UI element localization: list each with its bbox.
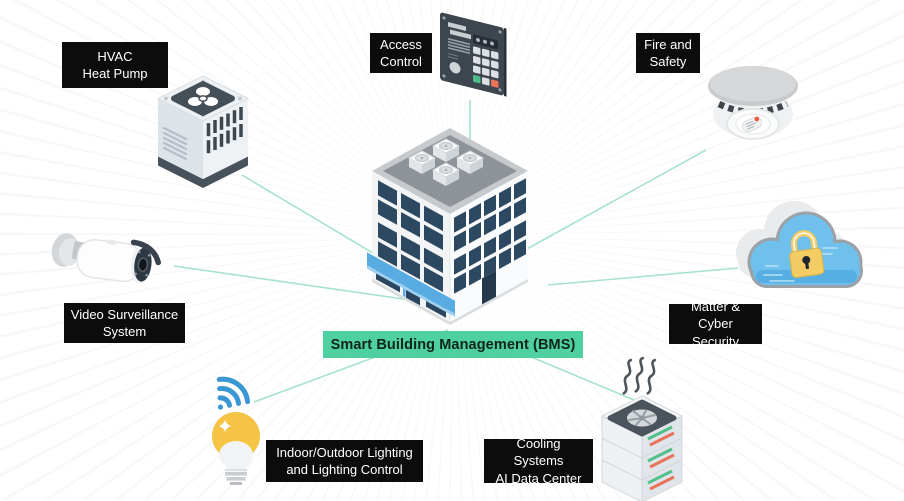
label-smart-building-management: Smart Building Management (BMS) (323, 331, 583, 358)
building-windows-left (378, 180, 443, 293)
label-fire-and-safety: Fire and Safety (636, 33, 700, 73)
detector-led (741, 116, 763, 133)
label-access-control: Access Control (370, 33, 432, 73)
fan-icon (171, 81, 235, 116)
hvac-heat-pump-icon (148, 70, 258, 205)
building-door (482, 270, 496, 305)
padlock-icon (789, 230, 825, 279)
wifi-icon (216, 376, 251, 410)
connector-fire (524, 149, 707, 251)
label-matter-cyber-security: Matter & Cyber Security (669, 299, 762, 349)
building-windows-right (454, 178, 526, 294)
sparkle-icon (219, 420, 231, 432)
label-hvac-heat-pump: HVAC Heat Pump (62, 42, 168, 88)
keypad-keys (473, 46, 499, 88)
heat-steam-icon (622, 356, 657, 395)
label-lighting-control: Indoor/Outdoor Lighting and Lighting Con… (266, 440, 423, 482)
smoke-detector-icon (698, 58, 808, 158)
label-cooling-systems: Cooling Systems AI Data Center (484, 436, 593, 486)
cloud-lock-icon (726, 196, 886, 311)
building-awning-icon (367, 252, 455, 317)
smart-bulb-icon (194, 376, 284, 488)
access-control-keypad-icon (428, 4, 518, 114)
office-building-icon (367, 124, 532, 334)
connector-camera (173, 265, 411, 301)
server-stack-icon (590, 356, 700, 501)
cooling-fan-icon (627, 409, 657, 427)
security-camera-icon (33, 214, 173, 299)
doorbell-button (449, 62, 461, 74)
connector-cyber (547, 267, 739, 286)
label-video-surveillance: Video Surveillance System (64, 303, 185, 343)
